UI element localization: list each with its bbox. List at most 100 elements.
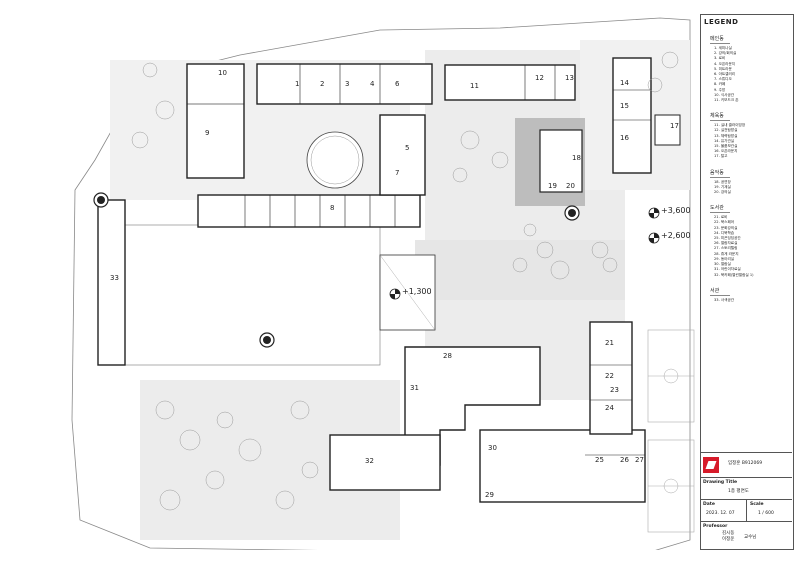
room-number: 25 [595,456,604,464]
legend-item: 29. 동아리실 [714,256,735,261]
legend-item: 24. 디북학습 [714,230,735,235]
room-number: 28 [443,352,452,360]
professor-suffix: 교수님 [744,535,757,540]
legend-item: 17. 탈고 [714,154,728,159]
room-number: 10 [218,69,227,77]
paving-zone [415,240,625,300]
legend-group-title: 서관 [710,287,793,296]
building-west [186,63,245,179]
trees [131,51,679,511]
date-label: Date [703,502,715,507]
room-number: 19 [548,182,557,190]
elevation-marker-2 [648,232,660,244]
elevation-marker-1 [648,207,660,219]
legend-item: 13. 체력탐방실 [714,133,738,138]
room-number: 24 [605,404,614,412]
room-number: 8 [330,204,334,212]
legend-group-title: 체육동 [710,112,793,121]
room-number: 20 [566,182,575,190]
room-number: 26 [620,456,629,464]
room-number: 18 [572,154,581,162]
library-south [479,429,646,503]
legend-item: 2. 강의/회의실 [714,51,737,56]
room-number: 7 [395,169,399,177]
building-east-block [379,114,426,196]
legend-item: 33. 사색공간 [714,297,735,302]
legend-item: 27. 스토리텔링 [714,246,738,251]
legend-item: 11. 키보드크 존 [714,98,739,103]
elevation-label: +3,600 [661,206,691,215]
room-number: 5 [405,144,409,152]
room-number: 16 [620,134,629,142]
room-number: 17 [670,122,679,130]
library-east [589,321,633,435]
building-33 [97,199,126,366]
legend-item: 18. 공연장 [714,179,731,184]
room-number: 33 [110,274,119,282]
legend-item: 4. 오픈라운지 [714,61,736,66]
legend-item: 23. 문화강의실 [714,225,738,230]
legend-item: 1. 세미나실 [714,46,732,50]
title-block: 임정훈 B912069 Drawing Title 1층 평면도 Date 20… [700,452,792,549]
elevation-marker-3 [389,288,401,300]
legend-item: 9. 주방 [714,87,726,92]
room-number: 9 [205,129,209,137]
room-number: 2 [320,80,324,88]
room-number: 21 [605,339,614,347]
gym-tower [612,57,652,174]
elevation-label: +2,600 [661,231,691,240]
legend-group-title: 음악동 [710,169,793,178]
building-north-bar [256,63,433,105]
legend-item: 3. 로비 [714,56,726,61]
professor-names: 김시동 이정운 [722,531,735,542]
legend-item: 30. 열람실 [714,262,731,267]
room-number: 13 [565,74,574,82]
music-hall [539,129,583,193]
room-number: 29 [485,491,494,499]
room-number: 31 [410,384,419,392]
drawing-title-label: Drawing Title [703,480,738,485]
legend-item: 10. 식사공간 [714,92,735,97]
room-number: 3 [345,80,349,88]
legend-item: 14. 유가관실 [714,138,735,143]
legend-item: 25. 미끈딩딩공간 [714,236,741,241]
legend-item: 11. 실내 클라이밍장 [714,123,746,128]
room-number: 23 [610,386,619,394]
legend-item: 5. 미트라운 [714,66,732,71]
gym-bar [444,64,576,101]
legend-item: 21. 로비 [714,215,728,220]
legend-item: 31. 어린이자료실 [714,267,741,272]
room-number: 14 [620,79,629,87]
central-courtyard [124,224,381,366]
legend-title: LEGEND [704,18,739,26]
legend-item: 26. 열람자료실 [714,241,738,246]
university-logo [703,457,719,473]
legend-group-title: 메인동 [710,35,793,44]
legend-item: 32. 북카페(열린열람실 1) [714,272,754,277]
drawing-title: 1층 평면도 [728,489,749,494]
room-number: 4 [370,80,375,88]
legend-item: 19. 기계실 [714,184,731,189]
legend-group-title: 도서관 [710,204,793,213]
courtyard-circle [306,131,364,189]
student-name: 임정훈 B912069 [728,461,763,466]
elevation-label: +1,300 [402,287,432,296]
room-number: 1 [295,80,299,88]
library-west [329,434,441,491]
legend-item: 7. 스튜디오 [714,77,732,82]
professor-label: Professor [703,524,728,529]
legend-item: 16. 오픈라운지 [714,149,738,154]
scale-value: 1 / 600 [758,511,774,516]
date-value: 2023. 12. 07 [706,511,735,516]
room-number: 32 [365,457,374,465]
room-number: 27 [635,456,644,464]
legend-item: 15. 물품보관실 [714,144,738,149]
room-number: 11 [470,82,479,90]
